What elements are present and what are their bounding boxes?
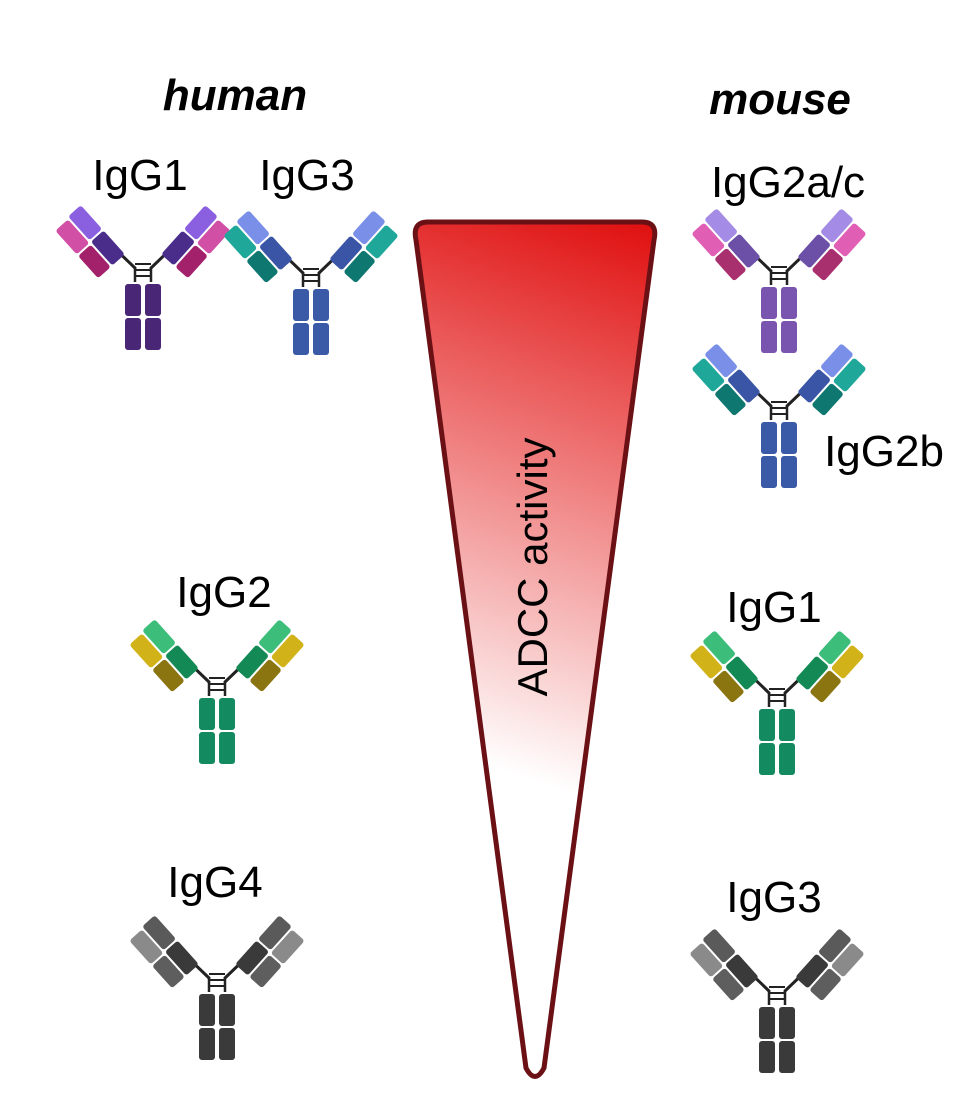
adcc-activity-label: ADCC activity <box>509 437 556 696</box>
species-mouse-label: mouse <box>709 75 851 124</box>
human-igg3-label: IgG3 <box>259 151 354 200</box>
human-igg1-antibody-icon <box>56 206 230 350</box>
mouse-igg2ac-antibody-icon <box>692 209 866 353</box>
human-igg1-label: IgG1 <box>92 151 187 200</box>
left-arm <box>796 929 864 1001</box>
right-arm <box>690 929 758 1001</box>
human-igg4-antibody-icon <box>130 916 304 1060</box>
mouse-igg1-antibody-icon <box>690 631 864 775</box>
right-arm <box>692 344 760 416</box>
right-arm <box>130 916 198 988</box>
human-igg1: IgG1 <box>56 151 230 350</box>
right-arm <box>224 211 292 283</box>
human-igg4-label: IgG4 <box>167 858 262 907</box>
human-igg2: IgG2 <box>130 568 304 764</box>
mouse-igg3: IgG3 <box>690 873 864 1073</box>
right-arm <box>692 209 760 281</box>
mouse-igg3-antibody-icon <box>690 929 864 1073</box>
left-arm <box>798 344 866 416</box>
human-igg2-label: IgG2 <box>176 568 271 617</box>
human-igg3-antibody-icon <box>224 211 398 355</box>
mouse-igg2ac: IgG2a/c <box>692 158 866 353</box>
mouse-igg2b-label: IgG2b <box>824 427 944 476</box>
left-arm <box>330 211 398 283</box>
human-igg3: IgG3 <box>224 151 398 355</box>
left-arm <box>236 916 304 988</box>
mouse-igg1-label: IgG1 <box>726 583 821 632</box>
mouse-igg2b-antibody-icon <box>692 344 866 488</box>
adcc-gradient-triangle <box>412 219 658 1079</box>
human-igg2-antibody-icon <box>130 620 304 764</box>
species-human-label: human <box>163 71 307 120</box>
left-arm <box>798 209 866 281</box>
left-arm <box>796 631 864 703</box>
human-igg4: IgG4 <box>130 858 304 1060</box>
left-arm <box>162 206 230 278</box>
mouse-igg2b: IgG2b <box>692 344 944 488</box>
right-arm <box>690 631 758 703</box>
right-arm <box>130 620 198 692</box>
left-arm <box>236 620 304 692</box>
mouse-igg3-label: IgG3 <box>726 873 821 922</box>
mouse-igg2ac-label: IgG2a/c <box>711 158 865 207</box>
right-arm <box>56 206 124 278</box>
mouse-igg1: IgG1 <box>690 583 864 775</box>
